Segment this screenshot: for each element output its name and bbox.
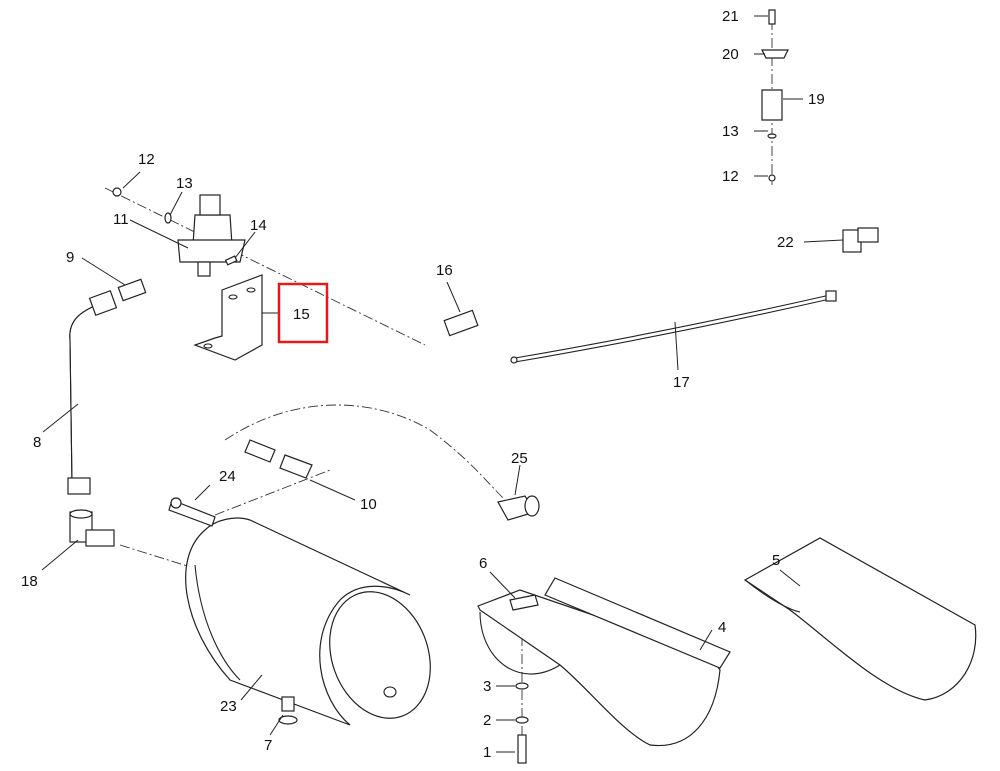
callout-3[interactable]: 3 (483, 678, 491, 695)
nut-12[interactable] (112, 187, 122, 197)
fitting-10[interactable] (244, 439, 313, 479)
callout-1[interactable]: 1 (483, 744, 491, 761)
callout-18[interactable]: 18 (21, 573, 38, 590)
callout-13-valve[interactable]: 13 (176, 175, 193, 192)
washer-13b[interactable] (767, 133, 777, 139)
washer-3[interactable] (515, 682, 529, 690)
callout-21[interactable]: 21 (722, 8, 739, 25)
leader-lines (41, 15, 844, 753)
bolt-1[interactable] (517, 734, 527, 764)
callout-9[interactable]: 9 (66, 249, 74, 266)
assembly-line-hose (224, 404, 506, 501)
washer-13[interactable] (164, 212, 172, 224)
assembly-line-valve (104, 187, 426, 346)
mounting-bracket[interactable] (193, 274, 263, 361)
callout-10[interactable]: 10 (360, 496, 377, 513)
callout-12-clamp[interactable]: 12 (722, 168, 739, 185)
valve-assembly[interactable] (177, 194, 246, 277)
callout-23[interactable]: 23 (220, 698, 237, 715)
callout-14[interactable]: 14 (250, 217, 267, 234)
heat-shield-5[interactable] (743, 537, 977, 701)
callout-11[interactable]: 11 (113, 211, 129, 228)
clip-20[interactable] (761, 49, 789, 59)
callout-22[interactable]: 22 (777, 234, 794, 251)
hose-17[interactable] (510, 290, 837, 364)
callout-15[interactable]: 15 (293, 306, 310, 323)
drain-plug[interactable] (278, 696, 298, 725)
callout-20[interactable]: 20 (722, 46, 739, 63)
callout-25[interactable]: 25 (511, 450, 528, 467)
callout-5[interactable]: 5 (772, 552, 780, 569)
callout-17[interactable]: 17 (673, 374, 690, 391)
highlight-box (277, 282, 329, 344)
bracket-19[interactable] (761, 89, 783, 121)
callout-7[interactable]: 7 (264, 737, 272, 754)
washer-2[interactable] (515, 716, 529, 724)
tee-fitting[interactable] (69, 509, 115, 547)
callout-16[interactable]: 16 (436, 262, 453, 279)
cradle-4[interactable] (477, 577, 731, 747)
callout-8[interactable]: 8 (33, 434, 41, 451)
plate-6[interactable] (509, 594, 539, 611)
screw-14[interactable] (224, 255, 238, 266)
air-tank[interactable] (185, 517, 448, 732)
callout-4[interactable]: 4 (718, 619, 726, 636)
callout-6[interactable]: 6 (479, 555, 487, 572)
bent-tube[interactable] (67, 290, 118, 495)
assembly-line-tee (119, 544, 201, 571)
bolt-21[interactable] (768, 9, 776, 25)
sensor-24[interactable] (168, 497, 216, 527)
callout-13-clamp[interactable]: 13 (722, 123, 739, 140)
assembly-line-plug (214, 469, 331, 516)
callout-19[interactable]: 19 (808, 91, 825, 108)
fitting-25[interactable] (497, 495, 540, 521)
union-16[interactable] (443, 309, 479, 337)
callout-12-valve[interactable]: 12 (138, 151, 155, 168)
callout-labels: 1 2 3 4 5 6 7 8 9 10 11 12 13 14 15 16 1… (21, 8, 825, 761)
callout-24[interactable]: 24 (219, 468, 236, 485)
elbow-22[interactable] (842, 227, 879, 253)
nut-12b[interactable] (768, 174, 776, 182)
callout-2[interactable]: 2 (483, 712, 491, 729)
fitting-9[interactable] (117, 278, 147, 302)
